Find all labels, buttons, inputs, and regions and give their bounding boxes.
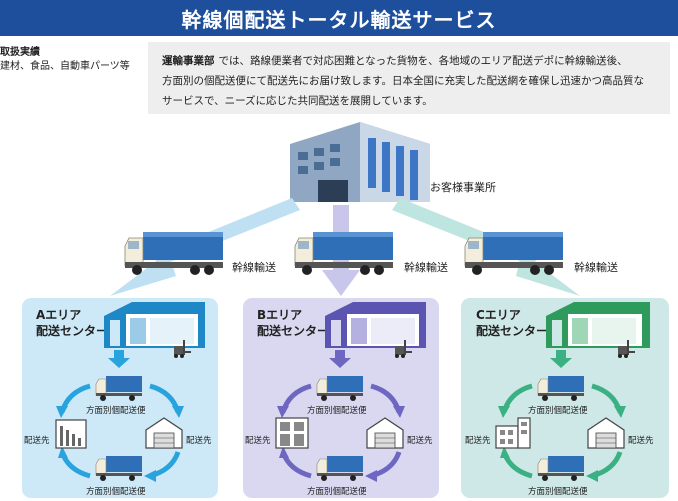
trunk-truck-icon-a xyxy=(124,231,224,276)
area-c-delivery-bottom: 方面別個配送便 xyxy=(528,486,588,497)
area-a-factory-icon xyxy=(55,419,87,449)
area-panel-a: Aエリア 配送センター 方面別個配送便 配送先 配送先 方面別個配送便 xyxy=(22,298,218,498)
area-a-center-icon xyxy=(104,302,205,348)
area-b-center-icon xyxy=(325,302,426,348)
area-panel-b: Bエリア 配送センター 方面別個配送便 配送先 配送先 方面別個配送便 xyxy=(243,298,439,498)
area-c-dest-left: 配送先 xyxy=(465,435,491,446)
area-b-center: 配送センター xyxy=(257,323,329,338)
area-c-delivery-top: 方面別個配送便 xyxy=(528,405,588,416)
area-c-down-arrow xyxy=(550,350,572,368)
area-b-name: Bエリア xyxy=(257,308,302,322)
area-b-dest-right: 配送先 xyxy=(407,435,433,446)
area-c-center: 配送センター xyxy=(476,323,548,338)
area-b-delivery-bottom: 方面別個配送便 xyxy=(307,486,367,497)
description-line-3: サービスで、ニーズに応じた共同配送を展開しています。 xyxy=(162,95,433,107)
description-line-1: 運輸事業部では、路線便業者で対応困難となった貨物を、各地域のエリア配送デポに幹線… xyxy=(162,55,628,67)
handling-record: 取扱実績 建材、食品、自動車パーツ等 xyxy=(0,46,135,74)
handling-title: 取扱実績 xyxy=(0,47,40,58)
trunk-label-a: 幹線輸送 xyxy=(232,260,276,274)
description-box: 運輸事業部では、路線便業者で対応困難となった貨物を、各地域のエリア配送デポに幹線… xyxy=(148,42,670,114)
area-b-office-icon xyxy=(275,417,309,449)
area-b-down-arrow xyxy=(329,350,351,368)
description-lead: 運輸事業部 xyxy=(162,55,215,67)
area-panel-c: Cエリア 配送センター 方面別個配送便 配送先 配送先 方面別個配送便 xyxy=(461,298,669,498)
area-b-dest-left: 配送先 xyxy=(245,435,271,446)
area-a-delivery-bottom: 方面別個配送便 xyxy=(86,486,146,497)
description-line-2: 方面別の個配送便にて配送先にお届け致します。日本全国に充実した配送網を確保し迅速… xyxy=(162,75,644,87)
area-a-down-arrow xyxy=(108,350,130,368)
page-title: 幹線個配送トータル輸送サービス xyxy=(181,7,497,32)
area-b-delivery-top: 方面別個配送便 xyxy=(307,405,367,416)
area-c-dest-right: 配送先 xyxy=(628,435,654,446)
area-a-dest-left: 配送先 xyxy=(24,435,50,446)
trunk-truck-icon-c xyxy=(464,231,564,276)
trunk-label-c: 幹線輸送 xyxy=(574,260,618,274)
area-a-name: Aエリア xyxy=(36,308,81,322)
area-c-center-icon xyxy=(546,302,650,348)
area-c-name: Cエリア xyxy=(476,308,521,322)
trunk-label-b: 幹線輸送 xyxy=(404,260,448,274)
header-bar: 幹線個配送トータル輸送サービス xyxy=(0,0,678,36)
customer-building-icon xyxy=(290,122,430,202)
trunk-arrow-b-head xyxy=(322,270,360,296)
area-a-center: 配送センター xyxy=(36,323,108,338)
area-a-delivery-top: 方面別個配送便 xyxy=(86,405,146,416)
customer-label: お客様事業所 xyxy=(430,180,496,194)
area-a-dest-right: 配送先 xyxy=(186,435,212,446)
handling-items: 建材、食品、自動車パーツ等 xyxy=(0,61,130,72)
